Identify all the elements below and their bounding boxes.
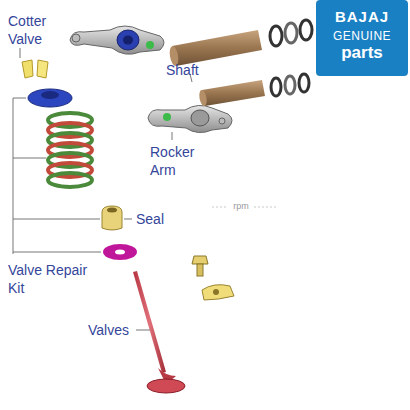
valve-seal [102, 206, 122, 230]
rocker-arm [70, 26, 164, 54]
part-label: Seal [136, 211, 186, 229]
valve [133, 271, 185, 393]
adjuster-bolt [192, 256, 234, 300]
rocker-arm [148, 105, 232, 132]
part-label: Shaft [166, 62, 226, 80]
spring-washer [103, 244, 137, 260]
part-label: Valve Repair Kit [8, 262, 104, 297]
valve-spring [48, 113, 92, 187]
logo-text: GENUINE [320, 26, 404, 43]
part-label: Cotter Valve [8, 13, 68, 48]
part-label: Valves [88, 322, 148, 340]
washer [270, 20, 312, 96]
cotter-valve [22, 60, 48, 78]
watermark: rpm [229, 201, 253, 212]
part-label: Rocker Arm [150, 144, 210, 179]
valve-retainer [28, 89, 72, 107]
logo-text: parts [320, 43, 404, 67]
logo-text: BAJAJ [320, 0, 404, 26]
brand-logo: BAJAJGENUINEparts [316, 0, 408, 76]
leader-line [13, 48, 192, 330]
